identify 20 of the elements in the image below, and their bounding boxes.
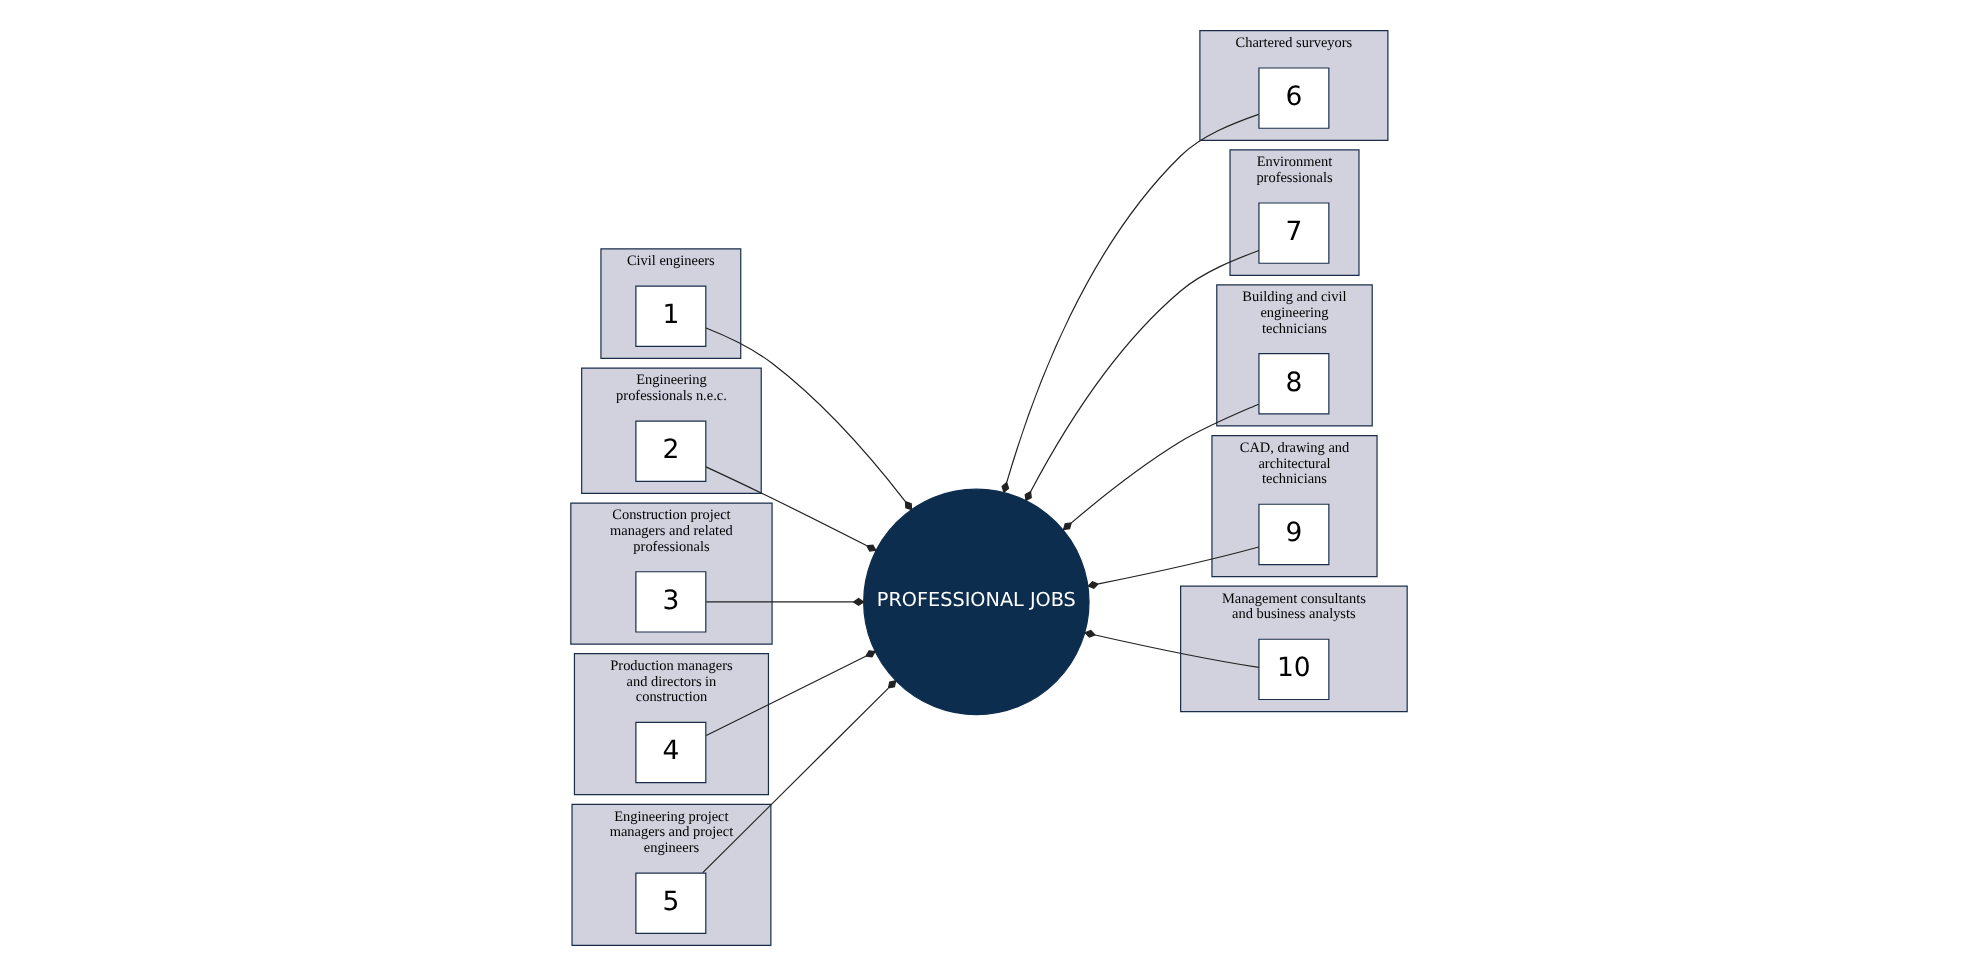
node-box: 10: [1257, 638, 1329, 701]
connector: [701, 680, 896, 874]
connector: [1000, 113, 1259, 494]
node-box: 7: [1257, 202, 1329, 264]
connector: [704, 327, 912, 511]
node-box: 3: [634, 571, 706, 633]
node-box: 2: [634, 420, 706, 482]
connector: [704, 650, 876, 737]
connector: [1083, 629, 1259, 668]
connector: [704, 466, 876, 552]
node-box: 8: [1257, 353, 1329, 415]
connector: [1023, 249, 1259, 502]
connector: [1061, 403, 1259, 531]
node-box: 5: [634, 872, 706, 934]
node-box: 9: [1257, 503, 1329, 566]
node-box: 6: [1257, 67, 1329, 129]
node-box: 4: [634, 721, 706, 784]
connector: [704, 597, 864, 606]
connector: [1086, 546, 1259, 589]
node-box: 1: [634, 285, 706, 347]
